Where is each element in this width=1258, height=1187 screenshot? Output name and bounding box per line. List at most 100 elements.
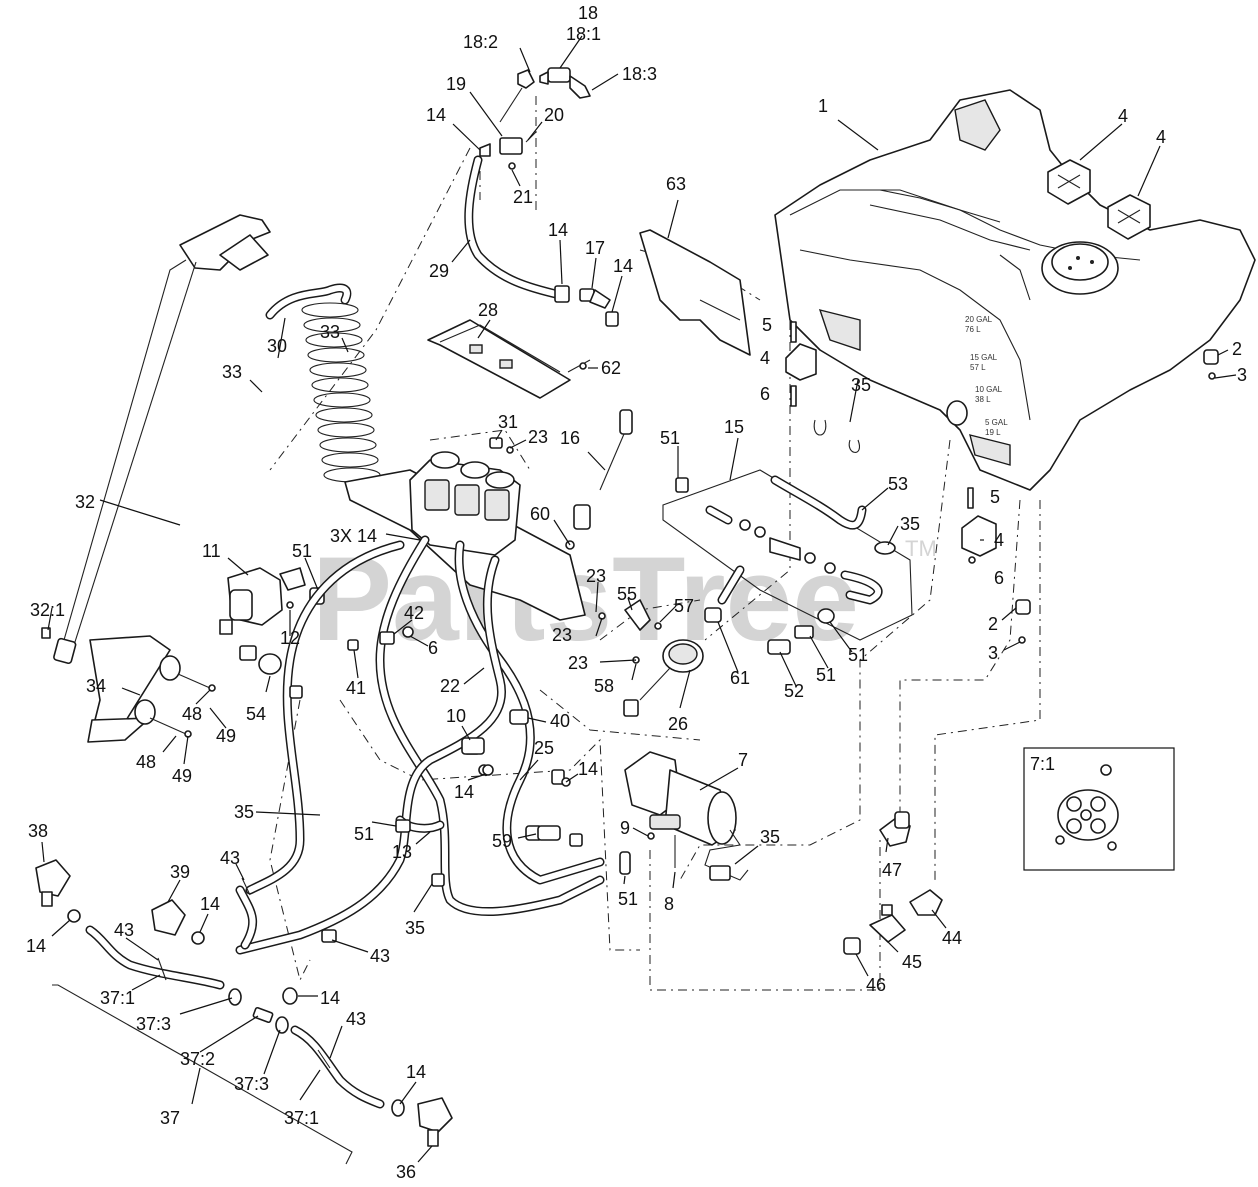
callout-45: 45: [902, 952, 922, 972]
callout-40: 40: [550, 711, 570, 731]
hose-25[interactable]: [454, 540, 605, 885]
valve-manifold[interactable]: [344, 437, 586, 621]
tank-bracket-side-1[interactable]: [785, 321, 817, 407]
tank-bracket-top-2[interactable]: [1107, 194, 1151, 240]
callout-14: 14: [26, 936, 46, 956]
callout-25: 25: [534, 738, 554, 758]
callout-33: 33: [222, 362, 242, 382]
nozzle-39[interactable]: [151, 899, 205, 945]
callout-18-3: 18:3: [622, 64, 657, 84]
callout-49: 49: [216, 726, 236, 746]
callout-2: 2: [1232, 339, 1242, 359]
callout-63: 63: [666, 174, 686, 194]
callout-61: 61: [730, 668, 750, 688]
fitting-54[interactable]: [239, 645, 282, 675]
tank[interactable]: 20 GAL 76 L 15 GAL 57 L 10 GAL 38 L 5 GA…: [774, 89, 1256, 491]
callout-28: 28: [478, 300, 498, 320]
callout-35: 35: [851, 375, 871, 395]
callout-14: 14: [578, 759, 598, 779]
callout-14: 14: [613, 256, 633, 276]
callout-46: 46: [866, 975, 886, 995]
hose-35-left[interactable]: [245, 540, 405, 895]
watermark: PartsTree TM: [312, 532, 937, 666]
hose-22[interactable]: [375, 535, 605, 916]
nozzle-36[interactable]: [417, 1097, 453, 1147]
callout-14: 14: [426, 105, 446, 125]
hose-29[interactable]: [464, 155, 619, 327]
callout-51: 51: [816, 665, 836, 685]
boom-hose-37-1[interactable]: [85, 925, 298, 1034]
fitting-46[interactable]: [843, 937, 861, 955]
callout-48: 48: [182, 704, 202, 724]
callout-32-1: 32:1: [30, 600, 65, 620]
hose-53[interactable]: [770, 419, 896, 555]
callout-52: 52: [784, 681, 804, 701]
hose-43[interactable]: [235, 555, 506, 955]
callout-14: 14: [454, 782, 474, 802]
tank-foot-right[interactable]: [1203, 349, 1219, 380]
bracket-34[interactable]: [87, 635, 216, 743]
detail-7-1[interactable]: [1023, 747, 1175, 871]
tank-bracket-side-2[interactable]: [961, 487, 997, 564]
callout-47: 47: [882, 860, 902, 880]
callout-35: 35: [760, 827, 780, 847]
callout-37-1: 37:1: [100, 988, 135, 1008]
fitting-47[interactable]: [879, 811, 911, 847]
callout-34: 34: [86, 676, 106, 696]
callout-4: 4: [1156, 127, 1166, 147]
pump-7[interactable]: [624, 751, 749, 881]
callout-37-2: 37:2: [180, 1049, 215, 1069]
callout-29: 29: [429, 261, 449, 281]
tank-foot-left[interactable]: [1015, 599, 1031, 644]
callout-7-1: 7:1: [1030, 754, 1055, 774]
callout-37-1: 37:1: [284, 1108, 319, 1128]
callout-18: 18: [578, 3, 598, 23]
cover-plate[interactable]: [639, 229, 751, 356]
hose-lower-left[interactable]: [235, 885, 258, 950]
tank-marking: 20 GAL: [965, 315, 993, 324]
boom-hose-37-1b[interactable]: [290, 1025, 405, 1117]
callout-14: 14: [320, 988, 340, 1008]
callout-37: 37: [160, 1108, 180, 1128]
fittings-right[interactable]: [704, 607, 835, 655]
nozzle-38[interactable]: [35, 859, 81, 923]
fitting-44[interactable]: [909, 889, 943, 916]
coil-hose[interactable]: [265, 283, 381, 483]
valve-11[interactable]: [219, 567, 325, 635]
callout-4: 4: [1118, 106, 1128, 126]
tank-volume-markings: 20 GAL 76 L 15 GAL 57 L 10 GAL 38 L 5 GA…: [965, 315, 1008, 437]
fitting-10[interactable]: [461, 737, 494, 776]
callout-labels: 18 18:1 18:2 18:3 19 20 14 21 1 4 4 63 2…: [26, 3, 1247, 1182]
callout-3x14: 3X 14: [330, 526, 377, 546]
callout-9: 9: [620, 818, 630, 838]
fitting-assembly-top[interactable]: [479, 67, 591, 170]
tank-bracket-top-1[interactable]: [1047, 159, 1091, 205]
callout-44: 44: [942, 928, 962, 948]
fitting-59[interactable]: [537, 777, 571, 841]
callout-26: 26: [668, 714, 688, 734]
callout-23: 23: [528, 427, 548, 447]
callout-3: 3: [1237, 365, 1247, 385]
callout-11: 11: [202, 541, 221, 561]
callout-18-2: 18:2: [463, 32, 498, 52]
spray-wand[interactable]: [41, 214, 271, 665]
callout-51: 51: [354, 824, 374, 844]
callout-8: 8: [664, 894, 674, 914]
callout-14: 14: [548, 220, 568, 240]
callout-6: 6: [760, 384, 770, 404]
callout-5: 5: [990, 487, 1000, 507]
callout-33: 33: [320, 322, 340, 342]
tank-marking: 15 GAL: [970, 353, 998, 362]
fitting-45[interactable]: [869, 904, 906, 943]
bracket-37-line: [52, 984, 353, 1165]
callout-37-3: 37:3: [136, 1014, 171, 1034]
callout-30: 30: [267, 336, 287, 356]
callout-59: 59: [492, 831, 512, 851]
callout-23: 23: [586, 566, 606, 586]
sensor[interactable]: [565, 409, 633, 550]
callout-4: 4: [760, 348, 770, 368]
callout-35: 35: [234, 802, 254, 822]
callout-43: 43: [346, 1009, 366, 1029]
pump-small[interactable]: [598, 599, 704, 717]
spray-bar[interactable]: [427, 319, 591, 399]
